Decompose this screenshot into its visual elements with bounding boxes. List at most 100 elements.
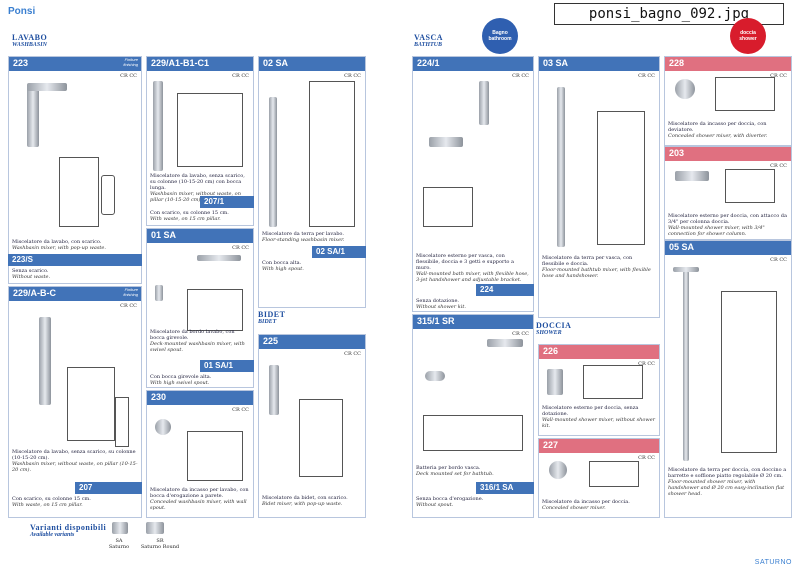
product-code: 02 SA/1	[312, 246, 366, 258]
product-code: 225	[259, 335, 365, 349]
faucet-image	[27, 87, 39, 147]
faucet-image	[675, 171, 709, 181]
product-card-224-1: 224/1 CR CC Miscelatore esterno per vasc…	[412, 56, 534, 312]
finish-codes: CR CC	[512, 73, 529, 79]
product-description: Batteria per bordo vasca.Deck mounted se…	[416, 465, 494, 477]
waste-drawing	[101, 175, 115, 215]
product-description: Miscelatore da terra per lavabo.Floor-st…	[262, 231, 345, 243]
finish-codes: CR CC	[232, 73, 249, 79]
product-card-05sa: 05 SA CR CC Miscelatore da terra per doc…	[664, 240, 792, 518]
product-code: 228	[665, 57, 791, 71]
technical-drawing	[583, 365, 643, 399]
brand-title: Ponsi	[8, 6, 36, 17]
product-description: Miscelatore da terra per doccia, con doc…	[668, 467, 787, 497]
product-card-03sa: 03 SA CR CC Miscelatore da terra per vas…	[538, 56, 660, 318]
product-code: 230	[147, 391, 253, 405]
finish-codes: CR CC	[344, 351, 361, 357]
product-description: Miscelatore da incasso per lavabo, con b…	[150, 487, 249, 511]
product-description: Miscelatore da terra per vasca, con fles…	[542, 255, 651, 279]
finish-codes: CR CC	[638, 455, 655, 461]
faucet-image	[557, 87, 565, 247]
technical-drawing	[299, 399, 343, 477]
faucet-image	[429, 137, 463, 147]
finish-codes: CR CC	[344, 73, 361, 79]
technical-drawing	[721, 291, 777, 453]
product-description: Miscelatore da lavabo, senza scarico, su…	[12, 449, 138, 473]
technical-drawing	[597, 111, 645, 245]
product-description: Con scarico, su colonne 15 cm.With waste…	[150, 210, 229, 222]
variant-sa-image	[112, 522, 128, 534]
product-description: Miscelatore da incasso per doccia.Concea…	[542, 499, 630, 511]
finish-codes: CR CC	[770, 257, 787, 263]
product-description: Miscelatore da bidet, con scarico.Bidet …	[262, 495, 348, 507]
product-description: Miscelatore esterno per doccia, con atta…	[668, 213, 787, 237]
product-code: 207	[75, 482, 142, 494]
technical-drawing	[177, 93, 243, 167]
finish-codes: CR CC	[232, 407, 249, 413]
finish-codes: CR CC	[770, 73, 787, 79]
finish-codes: CR CC	[512, 331, 529, 337]
handshower-image	[425, 371, 445, 381]
faucet-image	[153, 81, 163, 171]
faucet-image	[155, 419, 171, 435]
product-description: Senza scarico.Without waste.	[12, 268, 51, 280]
faucet-image	[39, 317, 51, 405]
technical-drawing	[187, 289, 243, 331]
faucet-handle	[27, 83, 67, 91]
product-code: 224/1	[413, 57, 533, 71]
product-code: 315/1 SR	[413, 315, 533, 329]
finish-codes: CR CC	[232, 245, 249, 251]
product-description: Con bocca girevole alta.With high swivel…	[150, 374, 212, 386]
product-description: Miscelatore da lavabo, con scarico.Washb…	[12, 239, 106, 251]
product-card-227: 227 CR CC Miscelatore da incasso per doc…	[538, 438, 660, 518]
technical-drawing	[187, 431, 243, 481]
shower-column-image	[683, 271, 689, 461]
product-description: Miscelatore da lavabo, senza scarico, su…	[150, 173, 245, 203]
product-code: 224	[476, 284, 534, 296]
faucet-image	[197, 255, 241, 261]
product-code: 01 SA/1	[200, 360, 254, 372]
product-description: Senza bocca d'erogazione.Without spout.	[416, 496, 484, 508]
finish-codes: CR CC	[770, 163, 787, 169]
faucet-image	[269, 365, 279, 415]
faucet-handle	[155, 285, 163, 301]
finish-codes: CR CC	[120, 73, 137, 79]
page-footer: SATURNO	[754, 559, 792, 566]
technical-drawing	[725, 169, 775, 203]
shower-head-image	[673, 267, 699, 272]
product-card-226: 226 CR CC Miscelatore esterno per doccia…	[538, 344, 660, 436]
product-code: 01 SA	[147, 229, 253, 243]
product-card-02sa: 02 SA CR CC Miscelatore da terra per lav…	[258, 56, 366, 308]
finish-codes: CR CC	[638, 73, 655, 79]
product-card-225: 225 CR CC Miscelatore da bidet, con scar…	[258, 334, 366, 518]
faucet-image	[269, 97, 277, 227]
product-description: Con scarico, su colonne 15 cm.With waste…	[12, 496, 91, 508]
technical-drawing	[423, 187, 473, 227]
product-description: Senza dotazione.Without shower kit.	[416, 298, 466, 310]
faucet-image	[547, 369, 563, 395]
product-code: 203	[665, 147, 791, 161]
finish-codes: CR CC	[638, 361, 655, 367]
technical-drawing	[715, 77, 775, 111]
product-code: 226	[539, 345, 659, 359]
variant-sr-image	[146, 522, 164, 534]
technical-drawing	[589, 461, 639, 487]
product-code: 03 SA	[539, 57, 659, 71]
filename-label: ponsi_bagno_092.jpg	[554, 3, 784, 25]
product-code: 02 SA	[259, 57, 365, 71]
product-code: 316/1 SA	[476, 482, 534, 494]
product-description: Con bocca alta.With high spout.	[262, 260, 304, 272]
product-description: Miscelatore da incasso per doccia, con d…	[668, 121, 768, 139]
product-code: 207/1	[200, 196, 254, 208]
